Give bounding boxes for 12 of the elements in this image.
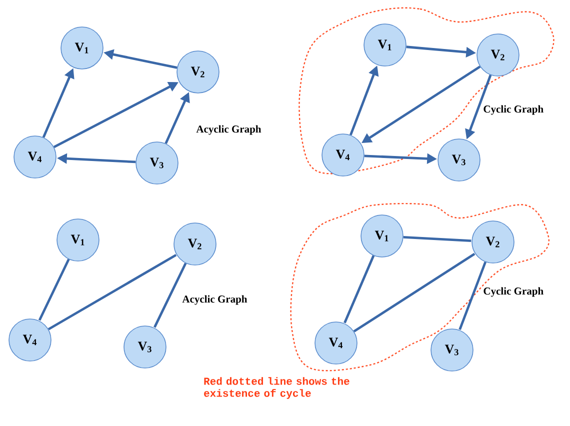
edge-line [38,258,70,321]
graph-label: Cyclic Graph [484,105,544,115]
edge-line [458,262,487,330]
graph-label: Acyclic Graph [196,125,262,135]
edge-line [48,254,177,330]
edge-line [403,236,472,242]
graph-label: Acyclic Graph [182,295,248,305]
note-text: Red dotted line shows the existence of cycle [204,377,350,399]
graph-label: Cyclic Graph [484,287,544,297]
edge-line [153,262,187,328]
edge-line [353,252,476,332]
edge-line [344,255,375,324]
